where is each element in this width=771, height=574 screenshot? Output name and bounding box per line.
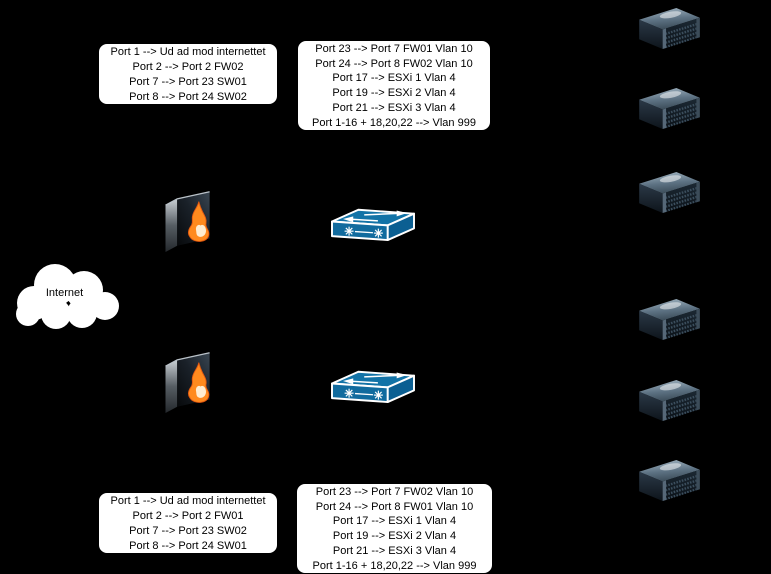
- server-4-icon: [637, 297, 702, 342]
- port-mapping-line: Port 2 --> Port 2 FW02: [132, 61, 244, 73]
- firewall-2-icon: [164, 352, 211, 413]
- switch-2-icon: [329, 363, 417, 404]
- port-mapping-line: Port 1 --> Ud ad mod internettet: [110, 46, 266, 58]
- port-mapping-line: Port 19 --> ESXi 2 Vlan 4: [332, 87, 456, 100]
- port-mapping-line: Port 17 --> ESXi 1 Vlan 4: [332, 72, 456, 85]
- port-mapping-line: Port 7 --> Port 23 SW01: [129, 76, 247, 88]
- port-mapping-line: Port 21 --> ESXi 3 Vlan 4: [332, 101, 456, 114]
- port-mapping-line: Port 1 --> Ud ad mod internettet: [110, 495, 266, 507]
- port-table-bottom-left: Port 1 --> Ud ad mod internettet Port 2 …: [98, 492, 278, 554]
- internet-cloud: Internet: [8, 257, 121, 334]
- port-table-bottom-middle: Port 23 --> Port 7 FW02 Vlan 10 Port 24 …: [296, 483, 493, 574]
- port-mapping-line: Port 23 --> Port 7 FW01 Vlan 10: [315, 43, 473, 55]
- port-mapping-line: Port 8 --> Port 24 SW02: [129, 91, 247, 103]
- port-mapping-line: Port 2 --> Port 2 FW01: [132, 510, 244, 522]
- port-table-top-middle: Port 23 --> Port 7 FW01 Vlan 10 Port 24 …: [297, 40, 491, 131]
- server-2-icon: [637, 86, 702, 131]
- port-mapping-line: Port 24 --> Port 8 FW02 Vlan 10: [315, 57, 473, 70]
- internet-label: Internet: [45, 287, 84, 299]
- server-3-icon: [637, 170, 702, 215]
- port-mapping-line: Port 7 --> Port 23 SW02: [129, 525, 247, 537]
- port-mapping-line: Port 19 --> ESXi 2 Vlan 4: [332, 530, 457, 543]
- port-mapping-line: Port 17 --> ESXi 1 Vlan 4: [332, 515, 457, 528]
- port-mapping-line: Port 8 --> Port 24 SW01: [129, 540, 247, 552]
- server-6-icon: [637, 458, 702, 503]
- port-mapping-line: Port 24 --> Port 8 FW01 Vlan 10: [315, 500, 474, 513]
- switch-1-icon: [329, 201, 417, 242]
- port-mapping-line: Port 21 --> ESXi 3 Vlan 4: [332, 544, 457, 557]
- port-mapping-line: Port 1-16 + 18,20,22 --> Vlan 999: [312, 116, 476, 129]
- port-mapping-line: Port 1-16 + 18,20,22 --> Vlan 999: [312, 559, 477, 572]
- server-1-icon: [637, 6, 702, 51]
- firewall-1-icon: [164, 191, 211, 252]
- port-mapping-line: Port 23 --> Port 7 FW02 Vlan 10: [315, 486, 474, 498]
- server-5-icon: [637, 378, 702, 423]
- port-table-top-left: Port 1 --> Ud ad mod internettet Port 2 …: [98, 43, 278, 105]
